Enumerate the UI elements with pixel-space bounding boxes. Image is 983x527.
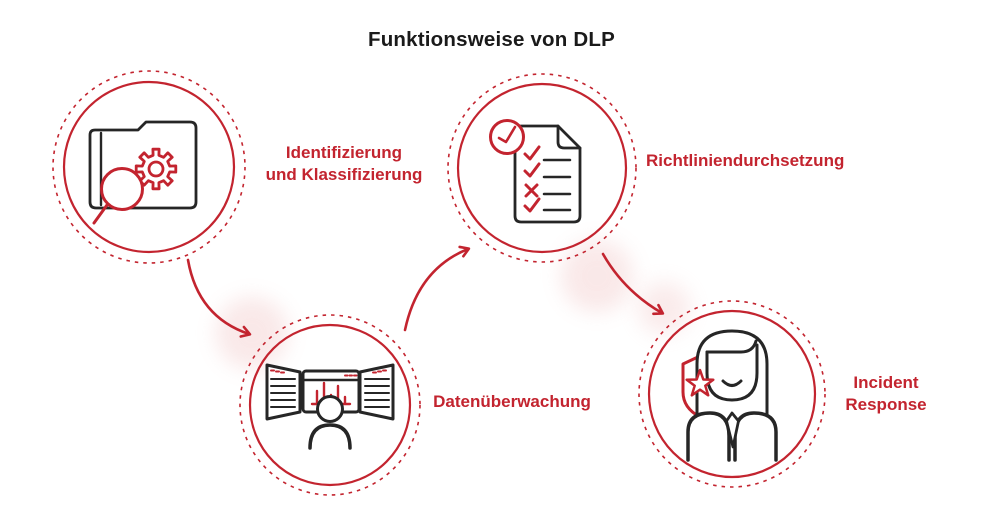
monitors-analyst-icon (265, 363, 395, 450)
node-dashed-ring (638, 300, 826, 488)
gear-hub (147, 160, 165, 178)
node-dashed-ring (239, 314, 421, 496)
gear-icon (134, 147, 178, 191)
step-label-incident-response: Incident Response (845, 373, 927, 414)
analyst-shield-star-icon (681, 329, 778, 462)
node-richtliniendurchsetzung (447, 73, 637, 263)
arrow-richtlinien-to-incident (601, 252, 665, 316)
glow-blob (638, 282, 690, 334)
node-circle (62, 80, 236, 254)
glow-blob (561, 240, 633, 312)
step-label-richtliniendurchsetzung: Richtliniendurchsetzung (646, 151, 845, 170)
person-tie (725, 411, 740, 449)
person-left-shoulder (686, 411, 731, 462)
diagram-title: Funktionsweise von DLP (367, 28, 616, 51)
analyst-shoulders (308, 423, 352, 450)
person-smile (721, 379, 743, 387)
magnifier-handle (92, 203, 109, 225)
checkmark-icon (523, 197, 541, 213)
node-identifizierung (52, 70, 246, 264)
checklist-lines (542, 158, 572, 212)
node-dashed-ring (447, 73, 637, 263)
right-monitor-dots (372, 369, 387, 374)
person-fringe (705, 339, 758, 354)
person-right-shoulder (733, 411, 778, 462)
step-label-identifizierung: Identifizierung und Klassifizierung (265, 143, 423, 184)
arrow-identifizierung-to-datenueberwachung (186, 258, 252, 338)
x-mark-icon (524, 183, 539, 198)
step-label-datenueberwachung: Datenüberwachung (433, 392, 591, 411)
star-icon (685, 368, 715, 397)
node-circle (456, 82, 628, 254)
checklist-clock-icon (489, 119, 582, 224)
left-monitor-dots (270, 369, 285, 374)
node-datenueberwachung (239, 314, 421, 496)
arrow-datenueberwachung-to-richtlinien (403, 245, 471, 332)
right-monitor-lines (364, 378, 390, 408)
node-incident-response (638, 300, 826, 488)
checkmark-icon (523, 145, 541, 161)
analyst-head (316, 395, 344, 423)
clock-icon (489, 119, 525, 155)
magnifier-lens-icon (100, 167, 144, 211)
folder-magnifier-gear-icon (88, 120, 198, 225)
background-glows (216, 240, 690, 369)
node-circle (248, 323, 412, 487)
node-dashed-ring (52, 70, 246, 264)
node-circle (647, 309, 817, 479)
flow-arrows (186, 245, 665, 338)
clock-hands (497, 125, 517, 144)
checkmark-icon (523, 162, 541, 178)
left-monitor-lines (270, 378, 296, 408)
document-fold-corner (556, 124, 582, 150)
folder-icon (88, 120, 198, 210)
